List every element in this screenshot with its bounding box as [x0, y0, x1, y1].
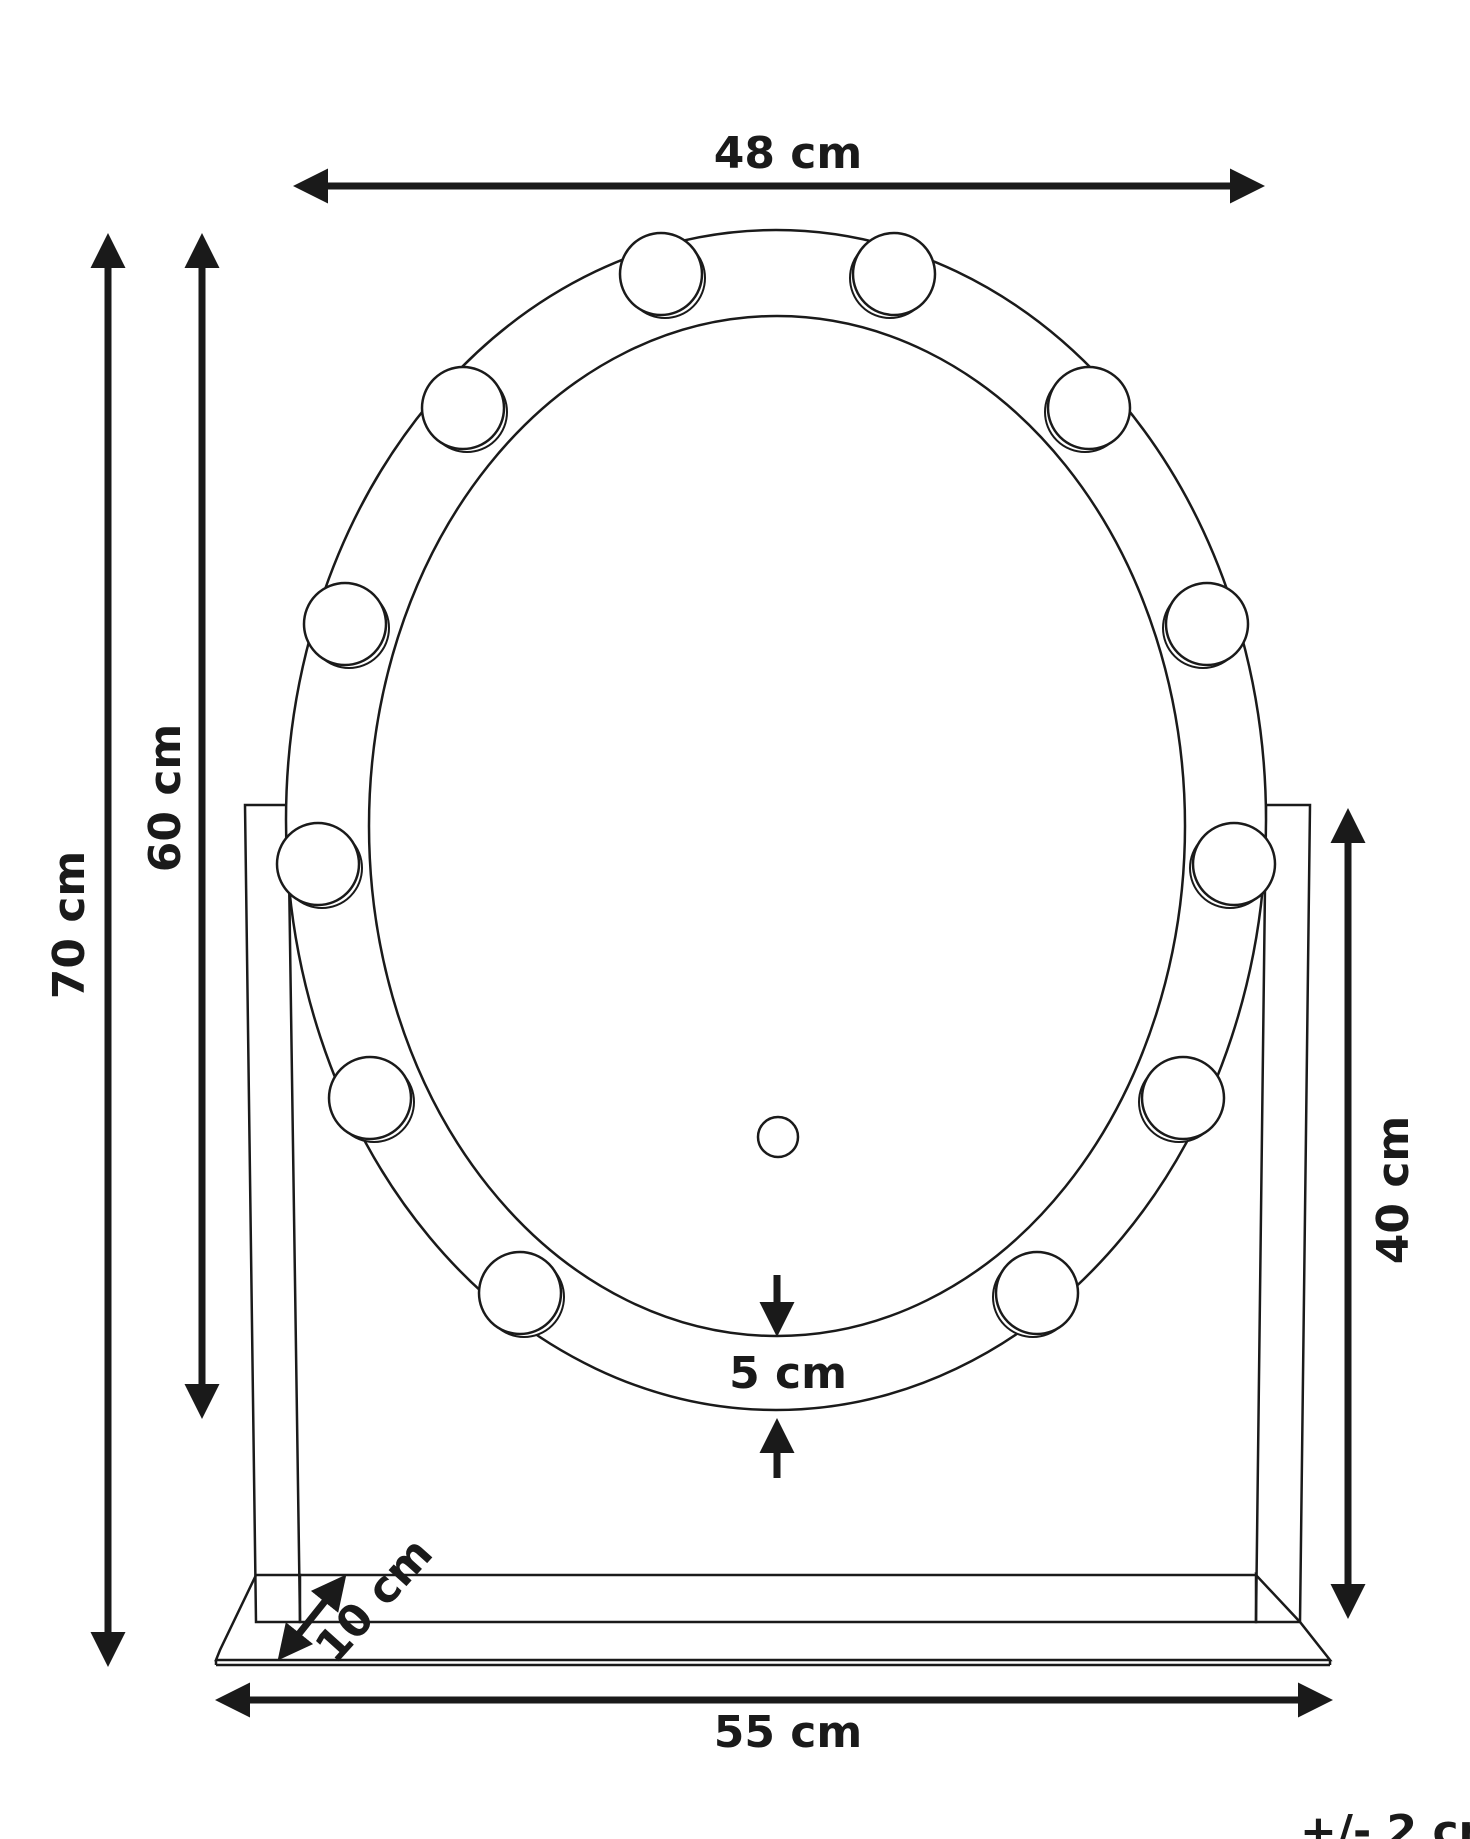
dimension-base-depth: 10 cm [277, 1528, 443, 1673]
dimension-top-width-label: 48 cm [714, 128, 862, 179]
dimension-stand-height-label: 40 cm [1368, 1116, 1419, 1264]
dimension-frame-width-label: 5 cm [729, 1348, 847, 1399]
bulb-icon [420, 365, 506, 451]
tolerance-note: +/- 2 cm [1300, 1806, 1470, 1839]
dimension-stand-height: 40 cm [1330, 808, 1419, 1619]
stand-right-post [1254, 803, 1312, 1624]
touch-button-icon [756, 1115, 800, 1159]
dimension-total-height: 70 cm [44, 233, 126, 1667]
dimension-base-width: 55 cm [215, 1682, 1333, 1758]
bulb-icon [618, 231, 704, 317]
dimension-mirror-height: 60 cm [140, 233, 220, 1419]
bulb-icon [477, 1250, 563, 1336]
dimension-mirror-height-label: 60 cm [140, 724, 191, 872]
mirror-frame-outer [284, 228, 1268, 1412]
bulb-icon [275, 821, 361, 907]
bulb-icon [1191, 821, 1277, 907]
bulbs [275, 231, 1277, 1338]
dimension-total-height-label: 70 cm [44, 851, 95, 999]
dimension-top-width: 48 cm [293, 128, 1265, 204]
bulb-icon [327, 1055, 413, 1141]
dimension-base-width-label: 55 cm [714, 1707, 862, 1758]
bulb-icon [994, 1250, 1080, 1336]
bulb-icon [302, 581, 388, 667]
bulb-icon [1140, 1055, 1226, 1141]
bulb-icon [1164, 581, 1250, 667]
bulb-icon [851, 231, 937, 317]
bulb-icon [1046, 365, 1132, 451]
stand-left-post [243, 803, 302, 1624]
dimension-frame-width: 5 cm [729, 1275, 847, 1478]
